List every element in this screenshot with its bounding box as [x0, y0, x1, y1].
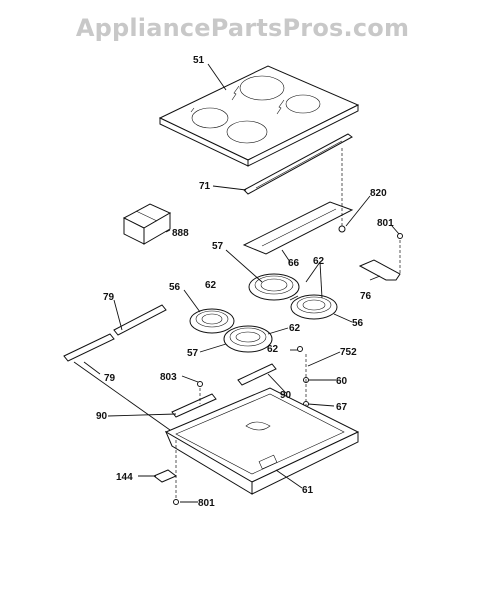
label-56-right: 56 — [352, 318, 364, 329]
label-61: 61 — [302, 485, 314, 496]
rail-79-lower — [63, 333, 115, 362]
label-90-left: 90 — [96, 411, 108, 422]
mounting-bracket — [242, 201, 354, 255]
label-66: 66 — [288, 258, 300, 269]
label-76: 76 — [360, 291, 372, 302]
burner-56-left — [189, 308, 235, 334]
label-79-upper: 79 — [103, 292, 115, 303]
label-57-lower: 57 — [187, 348, 199, 359]
label-71: 71 — [199, 181, 211, 192]
leader-lines — [73, 63, 400, 503]
label-62-mid: 62 — [289, 323, 301, 334]
label-60: 60 — [336, 376, 348, 387]
screw-801-top — [397, 233, 403, 239]
label-51: 51 — [193, 55, 205, 66]
clip-62 — [297, 346, 303, 352]
bracket-144 — [153, 469, 177, 483]
burner-57-lower — [223, 325, 273, 353]
label-752: 752 — [340, 347, 357, 358]
label-144: 144 — [116, 472, 133, 483]
watermark: AppliancePartsPros.com — [75, 14, 410, 42]
screw-820 — [338, 225, 346, 233]
label-803: 803 — [160, 372, 177, 383]
cooktop-glass — [158, 65, 360, 167]
label-90-right: 90 — [280, 390, 292, 401]
label-62-lower: 62 — [267, 344, 279, 355]
trim-strip — [243, 133, 353, 195]
strip-90-right — [237, 363, 277, 386]
label-801-top: 801 — [377, 218, 394, 229]
label-62-left: 62 — [205, 280, 217, 291]
label-888: 888 — [172, 228, 189, 239]
parts-box — [122, 203, 172, 245]
label-67: 67 — [336, 402, 348, 413]
bottom-pan — [164, 387, 360, 495]
side-bracket-76 — [358, 240, 401, 281]
label-79-lower: 79 — [104, 373, 116, 384]
label-56-left: 56 — [169, 282, 181, 293]
burner-57-top — [248, 273, 300, 301]
part-labels: 51 71 820 888 801 57 66 62 79 56 62 76 6… — [96, 55, 394, 509]
screw-803 — [197, 381, 203, 387]
label-57-top: 57 — [212, 241, 224, 252]
label-62-top: 62 — [313, 256, 325, 267]
label-820: 820 — [370, 188, 387, 199]
rail-79-upper — [113, 304, 167, 336]
label-801-bottom: 801 — [198, 498, 215, 509]
strip-90-left — [171, 393, 217, 418]
burner-56-right — [290, 294, 338, 320]
screw-801-bottom — [173, 499, 179, 505]
